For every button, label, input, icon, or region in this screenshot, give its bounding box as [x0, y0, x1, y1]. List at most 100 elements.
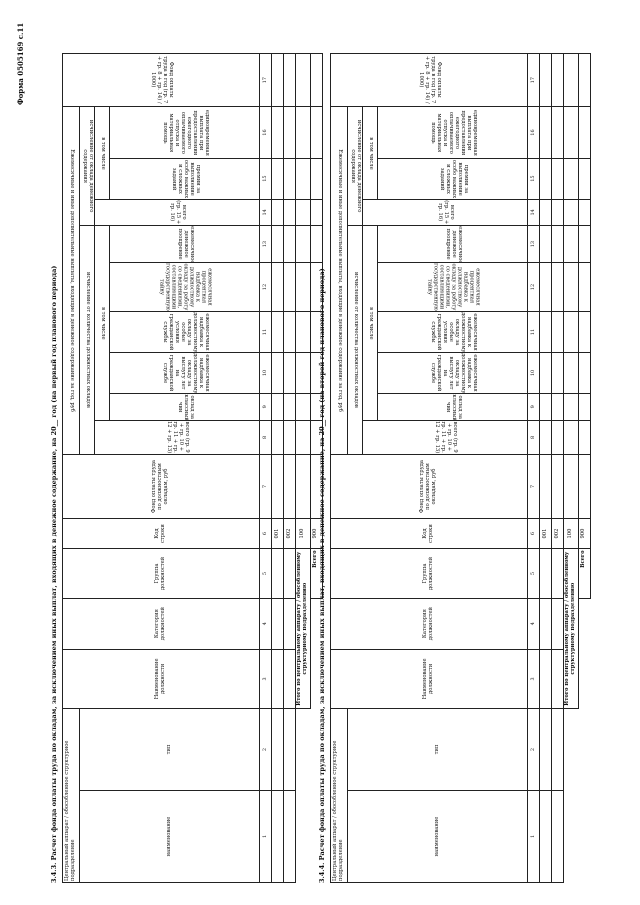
col-num: 3 [527, 649, 540, 709]
type-header: тип [79, 708, 260, 791]
col-num: 2 [259, 708, 272, 791]
line-code: 002 [283, 518, 296, 549]
salary-fund-table: Центральный аппарат / обособленное струк… [62, 53, 323, 883]
fund-salary-header: Фонд оплаты труда по должностным окладам… [62, 454, 260, 519]
line-code: 001 [539, 518, 552, 549]
by-salary-header: исчисление от оклада денежного содержани… [347, 106, 363, 226]
monthly-rank-header: оклад за классный чин [377, 393, 528, 421]
col-num: 2 [527, 708, 540, 791]
section-title: 3.4.3. Расчет фонда оплаты труда по окла… [50, 265, 58, 883]
name-header: наименование [79, 790, 260, 883]
col-num: 8 [259, 420, 272, 455]
position-name-header: Наименование должности [62, 649, 260, 709]
line-code: 002 [551, 518, 564, 549]
table-row: 002 [283, 53, 296, 883]
section-3-4-4: 3.4.4. Расчет фонда оплаты труда по окла… [318, 53, 602, 883]
position-name-header: Наименование должности [330, 649, 528, 709]
material-aid-header: единовременная выплата при предоставлени… [377, 106, 528, 159]
bonus-special-header: ежемесячная надбавка к должностному окла… [377, 352, 528, 394]
form-number: Форма 0505169 с.11 [16, 22, 25, 105]
total-formula-header: всего (гр. 9 + гр. 10 + гр. 11 + гр. 12 … [362, 420, 528, 455]
col-num: 16 [259, 106, 272, 159]
incentive-header: ежемесячное денежное поощрение [377, 225, 528, 263]
line-code: 001 [271, 518, 284, 549]
table-row: 001 [539, 53, 552, 883]
col-num: 17 [527, 53, 540, 107]
col-num: 16 [527, 106, 540, 159]
monthly-rank-header: оклад за классный чин [109, 393, 260, 421]
col-num: 17 [259, 53, 272, 107]
position-group-header: Группа должностей [330, 548, 528, 599]
extra-payments-header: Ежемесячные и иные дополнительные выплат… [62, 106, 80, 455]
col-num: 9 [527, 393, 540, 421]
in-that-number-header-2: в том числе [362, 106, 378, 200]
col-num: 11 [527, 311, 540, 353]
fund-total-header: Фонд оплаты труда в год (гр. 7 + гр. 8 +… [330, 53, 528, 107]
col-num: 5 [527, 548, 540, 599]
subtotal-row: Итого по центральному аппарату / обособл… [295, 53, 311, 883]
in-that-number-header: в том числе [362, 225, 378, 421]
col-num: 5 [259, 548, 272, 599]
material-aid-header: единовременная выплата при предоставлени… [109, 106, 260, 159]
unit-header: Центральный аппарат / обособленное струк… [330, 708, 348, 883]
col-num: 9 [259, 393, 272, 421]
col-num: 4 [527, 598, 540, 650]
subtotal-label: Итого по центральному аппарату / обособл… [563, 548, 579, 709]
section-title: 3.4.4. Расчет фонда оплаты труда по окла… [318, 268, 326, 883]
bonus-special-header: ежемесячная надбавка к должностному окла… [109, 352, 260, 394]
col-num: 6 [527, 518, 540, 549]
type-header: тип [347, 708, 528, 791]
total-formula-header: всего (гр. 9 + гр. 10 + гр. 11 + гр. 12 … [94, 420, 260, 455]
bonus-secret-header: ежемесячная процентная надбавка к должно… [109, 262, 260, 312]
total-code: 900 [578, 518, 591, 549]
col-num: 13 [527, 225, 540, 263]
by-count-header: исчисление от количества должностных окл… [79, 225, 95, 455]
by-count-header: исчисление от количества должностных окл… [347, 225, 363, 455]
col-num: 4 [259, 598, 272, 650]
column-number-row: 1 2 3 4 5 6 7 8 9 10 11 12 13 14 15 16 1… [259, 53, 272, 883]
subtotal-label: Итого по центральному аппарату / обособл… [295, 548, 311, 709]
col-num: 12 [527, 262, 540, 312]
position-category-header: Категория должностей [330, 598, 528, 650]
line-code-header: Код строки [62, 518, 260, 549]
col-num: 10 [259, 352, 272, 394]
incentive-header: ежемесячное денежное поощрение [109, 225, 260, 263]
salary-fund-table: Центральный аппарат / обособленное струк… [330, 53, 591, 883]
col-num: 6 [259, 518, 272, 549]
section-3-4-3: 3.4.3. Расчет фонда оплаты труда по окла… [50, 53, 334, 883]
col-num: 7 [527, 454, 540, 519]
in-that-number-header-2: в том числе [94, 106, 110, 200]
subtotal-code: 100 [295, 518, 311, 549]
bonus-conditions-header: ежемесячная надбавка к должностному окла… [109, 311, 260, 353]
col-num: 14 [527, 199, 540, 226]
column-number-row: 1 2 3 4 5 6 7 8 9 10 11 12 13 14 15 16 1… [527, 53, 540, 883]
name-header: наименование [347, 790, 528, 883]
subtotal-row: Итого по центральному аппарату / обособл… [563, 53, 579, 883]
col-num: 1 [259, 790, 272, 883]
col-num: 15 [259, 158, 272, 200]
col-num: 1 [527, 790, 540, 883]
fund-salary-header: Фонд оплаты труда по должностным окладам… [330, 454, 528, 519]
in-that-number-header: в том числе [94, 225, 110, 421]
total-salary-header: всего (гр. 15 + гр. 16) [362, 199, 528, 226]
premiums-header: премии за выполнение особо важных и слож… [377, 158, 528, 200]
col-num: 12 [259, 262, 272, 312]
subtotal-code: 100 [563, 518, 579, 549]
bonus-secret-header: ежемесячная процентная надбавка к должно… [377, 262, 528, 312]
by-salary-header: исчисление от оклада денежного содержани… [79, 106, 95, 226]
total-row: Всего 900 [578, 53, 591, 883]
unit-header: Центральный аппарат / обособленное струк… [62, 708, 80, 883]
table-row: 002 [551, 53, 564, 883]
col-num: 11 [259, 311, 272, 353]
premiums-header: премии за выполнение особо важных и слож… [109, 158, 260, 200]
col-num: 15 [527, 158, 540, 200]
table-row: 001 [271, 53, 284, 883]
col-num: 3 [259, 649, 272, 709]
position-category-header: Категория должностей [62, 598, 260, 650]
extra-payments-header: Ежемесячные и иные дополнительные выплат… [330, 106, 348, 455]
fund-total-header: Фонд оплаты труда в год (гр. 7 + гр. 8 +… [62, 53, 260, 107]
col-num: 7 [259, 454, 272, 519]
col-num: 13 [259, 225, 272, 263]
col-num: 14 [259, 199, 272, 226]
